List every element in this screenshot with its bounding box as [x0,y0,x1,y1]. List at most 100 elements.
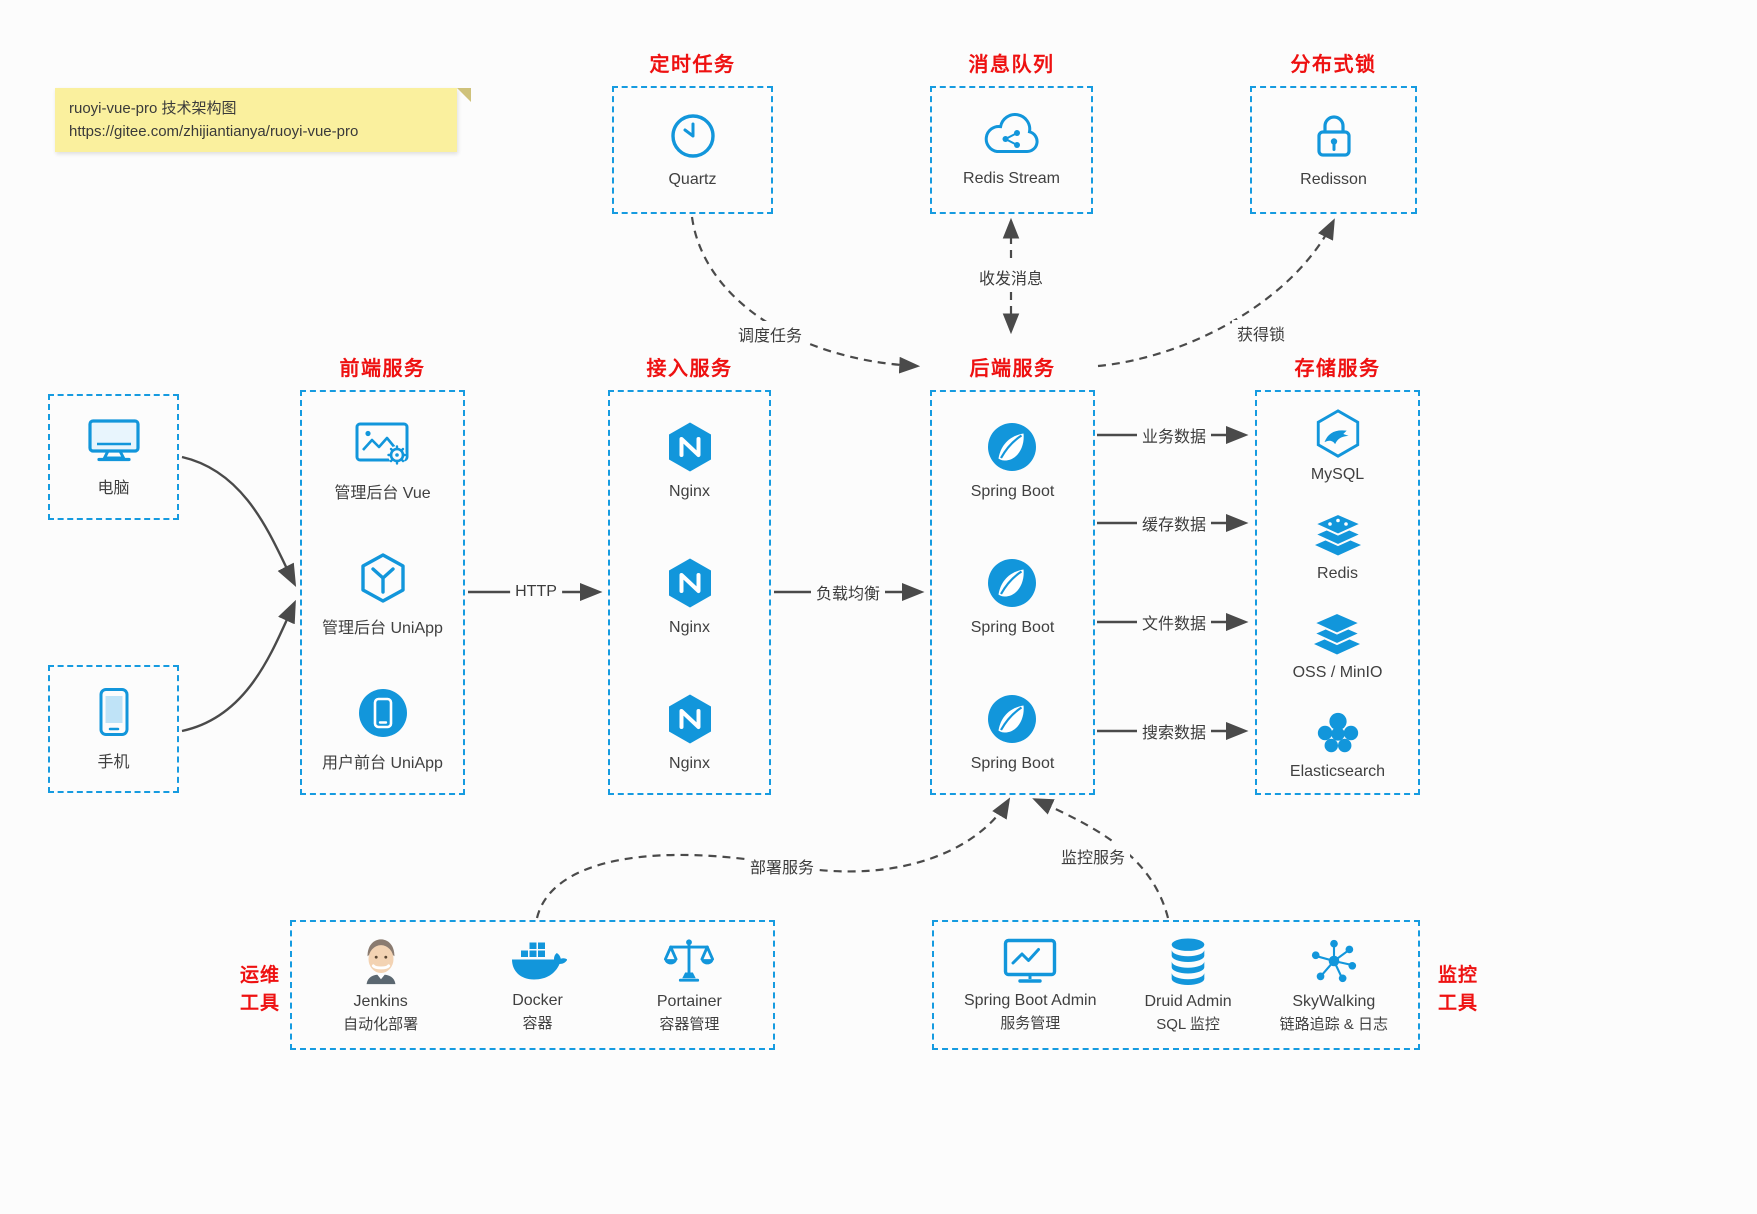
edge-label-monitor-service: 监控服务 [1055,843,1131,869]
portainer-icon [661,936,717,986]
druid-desc: SQL 监控 [1156,1016,1220,1033]
springboot-icon [985,420,1039,474]
pc-box: 电脑 [48,394,179,520]
redis-stream-label: Redis Stream [963,169,1060,187]
cloud-network-icon [981,112,1043,159]
node-admin-vue: 管理后台 Vue [334,420,431,503]
edge-label-load-balance: 负载均衡 [810,579,886,605]
edge-label-file-data: 文件数据 [1136,609,1212,635]
docker-desc: 容器 [522,1015,553,1032]
skywalking-icon [1309,936,1359,986]
ops-tools-side-label-line2: 工具 [239,992,280,1014]
skywalking-name: SkyWalking [1292,993,1376,1010]
clock-icon [669,112,717,160]
storage-group-title: 存储服务 [1294,358,1381,380]
springboot-admin-desc: 服务管理 [1000,1015,1061,1032]
backend-group-title: 后端服务 [969,358,1056,380]
edge-label-acquire-lock: 获得锁 [1231,320,1291,346]
edge-quartz-backend [690,216,921,374]
node-mysql: MySQL [1311,408,1364,484]
jenkins-icon [358,936,404,986]
note-fold-corner [457,88,471,102]
node-springboot-3: Spring Boot [970,692,1055,773]
elasticsearch-icon [1314,709,1362,757]
springboot-icon [985,556,1039,610]
mysql-icon [1312,408,1364,460]
mysql-label: MySQL [1310,466,1365,483]
redisson-label: Redisson [1300,170,1367,188]
jenkins-desc: 自动化部署 [343,1016,419,1033]
edge-label-business-data: 业务数据 [1136,422,1212,448]
springboot-label: Spring Boot [970,755,1055,772]
scheduled-task-title: 定时任务 [649,54,736,76]
portainer-desc: 容器管理 [659,1016,720,1033]
phone-box: 手机 [48,665,179,793]
node-admin-uniapp: 管理后台 UniApp [322,551,443,638]
nginx-label: Nginx [669,483,710,500]
pc-label: 电脑 [97,479,130,497]
druid-name: Druid Admin [1144,993,1232,1010]
portainer-name: Portainer [656,993,722,1010]
springboot-admin-name: Spring Boot Admin [963,992,1097,1009]
edge-label-deploy-service: 部署服务 [744,853,820,879]
edge-label-dispatch-task: 调度任务 [732,321,808,347]
node-nginx-1: Nginx [664,420,716,501]
springboot-label: Spring Boot [970,483,1055,500]
edge-label-search-data: 搜索数据 [1136,718,1212,744]
phone-label: 手机 [97,753,130,771]
admin-vue-icon [354,420,410,470]
node-springboot-admin: Spring Boot Admin 服务管理 [964,937,1097,1033]
node-jenkins: Jenkins 自动化部署 [343,936,418,1034]
nginx-label: Nginx [669,619,710,636]
storage-box: MySQL Redis OSS / MinIO [1255,390,1420,795]
docker-icon [509,937,567,985]
edge-label-http: HTTP [510,582,562,602]
jenkins-name: Jenkins [353,993,408,1010]
quartz-box: Quartz [612,86,773,214]
sticky-note: ruoyi-vue-pro 技术架构图 https://gitee.com/zh… [55,88,471,152]
user-uniapp-label: 用户前台 UniApp [322,755,443,772]
distributed-lock-title: 分布式锁 [1290,54,1377,76]
edge-ops-backend [535,797,1011,919]
gateway-group-title: 接入服务 [646,358,733,380]
node-druid: Druid Admin SQL 监控 [1145,936,1232,1034]
redisson-box: Redisson [1250,86,1417,214]
springboot-icon [985,692,1039,746]
node-skywalking: SkyWalking 链路追踪 & 日志 [1280,936,1388,1034]
node-nginx-3: Nginx [664,692,716,773]
ops-tools-side-label-line1: 运维 [239,965,280,986]
druid-icon [1164,936,1212,986]
note-title: ruoyi-vue-pro 技术架构图 [69,100,237,117]
admin-uniapp-label: 管理后台 UniApp [322,620,443,637]
node-redis: Redis [1310,511,1366,583]
frontend-box: 管理后台 Vue 管理后台 UniApp 用户前台 UniApp [300,390,465,795]
ops-tools-side-label: 运维 工具 [236,962,284,1017]
nginx-icon [664,692,716,746]
node-oss-minio: OSS / MinIO [1292,610,1383,682]
redis-icon [1310,511,1366,559]
admin-vue-label: 管理后台 Vue [334,485,431,502]
edge-phone-frontend [181,599,296,733]
oss-minio-label: OSS / MinIO [1292,664,1383,681]
frontend-group-title: 前端服务 [339,358,426,380]
node-springboot-1: Spring Boot [970,420,1055,501]
gateway-box: Nginx Nginx Nginx [608,390,771,795]
nginx-label: Nginx [669,755,710,772]
node-springboot-2: Spring Boot [970,556,1055,637]
mobile-icon [97,687,131,737]
node-user-uniapp: 用户前台 UniApp [322,686,443,773]
docker-name: Docker [512,992,563,1009]
note-url: https://gitee.com/zhijiantianya/ruoyi-vu… [69,123,359,141]
quartz-label: Quartz [668,170,717,188]
springboot-label: Spring Boot [970,619,1055,636]
springboot-admin-icon [1002,937,1058,985]
backend-box: Spring Boot Spring Boot Spring Boot [930,390,1095,795]
redis-stream-box: Redis Stream [930,86,1093,214]
node-elasticsearch: Elasticsearch [1290,709,1385,781]
monitor-tools-side-label: 监控 工具 [1434,962,1482,1017]
elasticsearch-label: Elasticsearch [1289,763,1386,780]
node-docker: Docker 容器 [509,937,567,1033]
admin-uniapp-icon [356,551,410,605]
